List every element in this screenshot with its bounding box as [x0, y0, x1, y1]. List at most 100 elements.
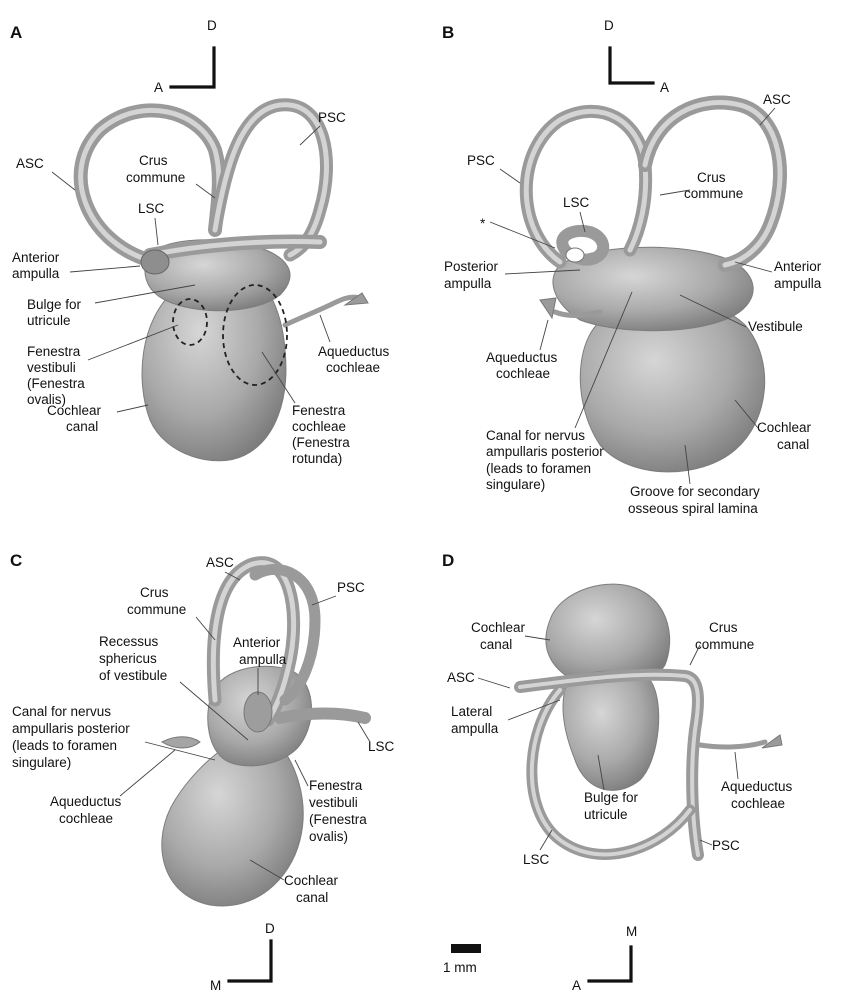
label-d-psc: PSC: [712, 838, 740, 853]
label-b-post-amp-2: ampulla: [444, 276, 492, 291]
label-d-bulge-2: utricule: [584, 807, 628, 822]
label-b-groove-1: Groove for secondary: [630, 484, 760, 499]
label-d-cochlear-2: canal: [480, 637, 512, 652]
label-c-fen-vest-2: vestibuli: [309, 795, 358, 810]
labyrinth-model-b: [526, 103, 780, 472]
axis-label-vertical-c: D: [265, 921, 275, 936]
label-b-canal-1: Canal for nervus: [486, 428, 585, 443]
label-a-fen-vest-1: Fenestra: [27, 344, 81, 359]
label-c-asc: ASC: [206, 555, 234, 570]
label-c-aqueductus-2: cochleae: [59, 811, 113, 826]
label-c-aqueductus-1: Aqueductus: [50, 794, 122, 809]
label-c-recessus-2: sphericus: [99, 651, 157, 666]
label-a-bulge-2: utricule: [27, 313, 71, 328]
label-a-fen-vest-2: vestibuli: [27, 360, 76, 375]
label-c-fen-vest-4: ovalis): [309, 829, 348, 844]
label-a-fen-vest-3: (Fenestra: [27, 376, 85, 391]
label-c-ant-amp-2: ampulla: [239, 652, 287, 667]
label-c-fen-vest-1: Fenestra: [309, 778, 363, 793]
axis-label-vertical-a: D: [207, 18, 217, 33]
label-b-canal-2: ampullaris posterior: [486, 444, 604, 459]
label-c-lsc: LSC: [368, 739, 395, 754]
label-a-fen-coch-3: (Fenestra: [292, 435, 350, 450]
label-b-lsc: LSC: [563, 195, 590, 210]
label-c-fen-vest-3: (Fenestra: [309, 812, 367, 827]
label-d-lsc: LSC: [523, 852, 550, 867]
panel-letter-a: A: [10, 23, 22, 42]
label-a-bulge-1: Bulge for: [27, 297, 82, 312]
label-b-crus-1: Crus: [697, 170, 726, 185]
labyrinth-model-d: [520, 584, 782, 855]
panel-letter-b: B: [442, 23, 454, 42]
label-d-asc: ASC: [447, 670, 475, 685]
panel-a: A D A ASC: [10, 18, 390, 466]
label-c-canal-2: ampullaris posterior: [12, 721, 130, 736]
panel-letter-c: C: [10, 551, 22, 570]
label-b-ant-amp-1: Anterior: [774, 259, 822, 274]
label-d-lat-amp-1: Lateral: [451, 704, 492, 719]
label-b-canal-3: (leads to foramen: [486, 461, 591, 476]
label-d-aqueductus-2: cochleae: [731, 796, 785, 811]
orientation-axis-a: D A: [154, 18, 217, 95]
label-a-fen-coch-1: Fenestra: [292, 403, 346, 418]
label-d-aqueductus-1: Aqueductus: [721, 779, 793, 794]
label-a-cochlear-1: Cochlear: [47, 403, 102, 418]
label-c-ant-amp-1: Anterior: [233, 635, 281, 650]
orientation-axis-b: D A: [604, 18, 669, 95]
label-c-cochlear-1: Cochlear: [284, 873, 339, 888]
label-c-canal-3: (leads to foramen: [12, 738, 117, 753]
label-a-crus-commune-2: commune: [126, 170, 185, 185]
axis-label-horizontal-a: A: [154, 80, 163, 95]
label-b-ant-amp-2: ampulla: [774, 276, 822, 291]
label-a-crus-commune-1: Crus: [139, 153, 168, 168]
axis-label-horizontal-d: A: [572, 978, 581, 993]
label-b-crus-2: commune: [684, 186, 743, 201]
label-c-recessus-3: of vestibule: [99, 668, 167, 683]
label-a-anterior-ampulla-1: Anterior: [12, 250, 60, 265]
label-a-fen-coch-2: cochleae: [292, 419, 346, 434]
scale-bar-rect: [451, 944, 481, 953]
orientation-axis-d: M A: [572, 924, 637, 993]
panel-b: B D A ASC PSC Crus c: [442, 18, 822, 516]
label-c-canal-1: Canal for nervus: [12, 704, 111, 719]
axis-label-horizontal-b: A: [660, 80, 669, 95]
panel-c: C ASC PSC Crus commune Anterior ampulla: [10, 551, 395, 993]
label-c-crus-2: commune: [127, 602, 186, 617]
label-d-lat-amp-2: ampulla: [451, 721, 499, 736]
label-d-bulge-1: Bulge for: [584, 790, 639, 805]
label-b-cochlear-2: canal: [777, 437, 809, 452]
label-b-vestibule: Vestibule: [748, 319, 803, 334]
orientation-axis-c: D M: [210, 921, 275, 993]
axis-label-vertical-d: M: [626, 924, 637, 939]
label-d-crus-2: commune: [695, 637, 754, 652]
label-a-anterior-ampulla-2: ampulla: [12, 266, 60, 281]
label-c-psc: PSC: [337, 580, 365, 595]
label-a-psc: PSC: [318, 110, 346, 125]
label-b-post-amp-1: Posterior: [444, 259, 499, 274]
axis-label-horizontal-c: M: [210, 978, 221, 993]
label-d-crus-1: Crus: [709, 620, 738, 635]
label-c-canal-4: singulare): [12, 755, 71, 770]
label-d-cochlear-1: Cochlear: [471, 620, 526, 635]
label-b-psc: PSC: [467, 153, 495, 168]
labyrinth-model-c: [162, 563, 365, 906]
label-c-cochlear-2: canal: [296, 890, 328, 905]
label-b-aqueductus-2: cochleae: [496, 366, 550, 381]
label-a-fen-coch-4: rotunda): [292, 451, 342, 466]
label-b-asc: ASC: [763, 92, 791, 107]
label-b-asterisk: *: [480, 216, 486, 231]
label-b-cochlear-1: Cochlear: [757, 420, 812, 435]
label-c-recessus-1: Recessus: [99, 634, 159, 649]
scale-bar-label: 1 mm: [443, 960, 477, 975]
panel-letter-d: D: [442, 551, 454, 570]
label-b-aqueductus-1: Aqueductus: [486, 350, 558, 365]
label-c-crus-1: Crus: [140, 585, 169, 600]
label-a-aqueductus-2: cochleae: [326, 360, 380, 375]
label-b-groove-2: osseous spiral lamina: [628, 501, 758, 516]
panel-d: D Cochlear canal Crus commune ASC Latera…: [442, 551, 793, 993]
label-b-canal-4: singulare): [486, 477, 545, 492]
label-a-asc: ASC: [16, 156, 44, 171]
scale-bar: 1 mm: [443, 944, 481, 975]
label-a-lsc: LSC: [138, 201, 165, 216]
